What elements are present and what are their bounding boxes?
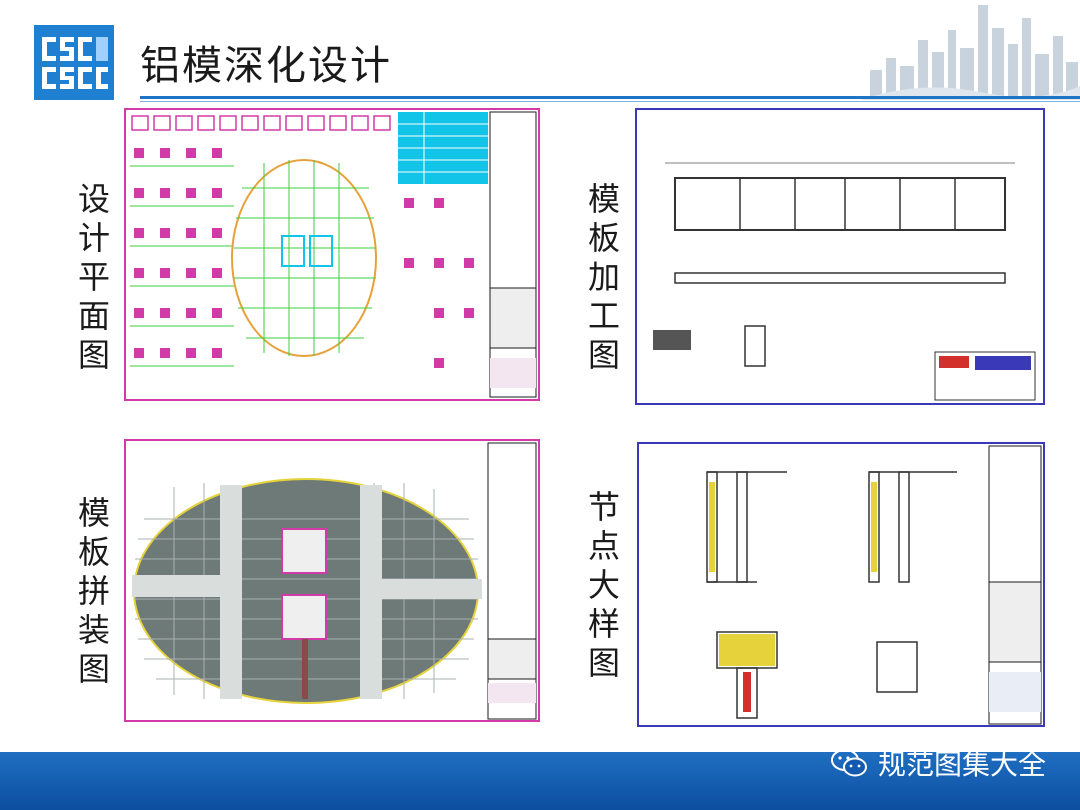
design-plan-drawing xyxy=(124,108,540,401)
label-node-detail: 节点大样图 xyxy=(587,488,620,682)
cscec-logo-icon xyxy=(34,25,114,100)
formwork-processing-drawing xyxy=(635,108,1045,405)
footer-bar xyxy=(0,752,1080,810)
formwork-assembly-drawing xyxy=(124,439,540,722)
label-formwork-assembly: 模板拼装图 xyxy=(77,494,110,688)
footer-brand: 规范图集大全 xyxy=(830,743,1046,783)
label-formwork-processing: 模板加工图 xyxy=(587,180,620,374)
page-title: 铝模深化设计 xyxy=(140,43,392,89)
footer-brand-text: 规范图集大全 xyxy=(877,748,1046,781)
node-detail-drawing xyxy=(637,442,1045,727)
city-skyline-decoration xyxy=(860,5,1080,100)
header-divider xyxy=(140,96,1080,99)
header-divider-thin xyxy=(140,101,1080,102)
label-design-plan: 设计平面图 xyxy=(77,180,110,374)
company-logo xyxy=(34,25,114,100)
wechat-icon xyxy=(830,749,867,777)
